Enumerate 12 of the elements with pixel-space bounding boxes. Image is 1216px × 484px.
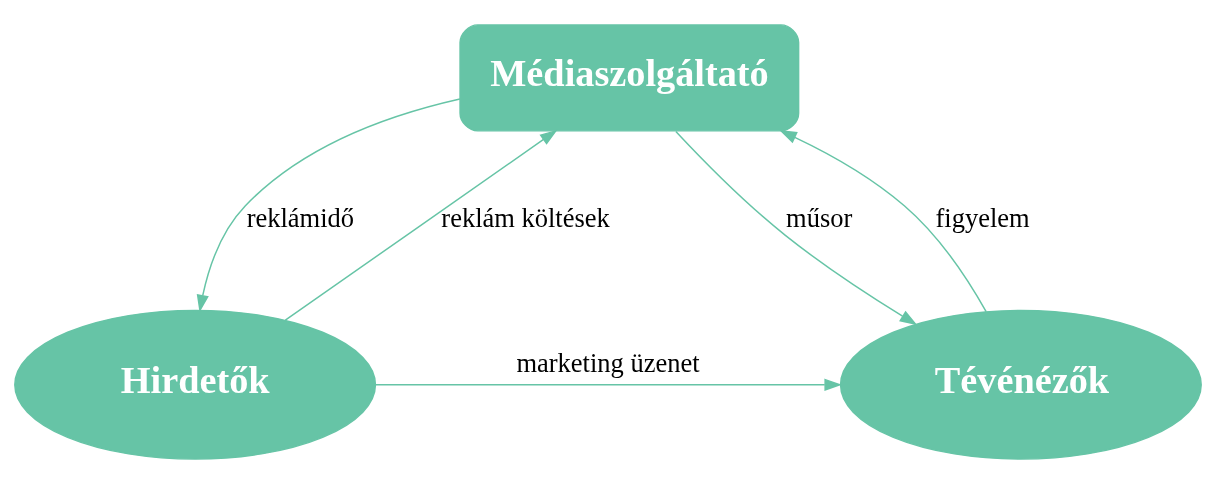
edge-label: marketing üzenet xyxy=(516,348,700,379)
edge-label: figyelem xyxy=(935,203,1030,234)
arrow xyxy=(779,130,987,313)
node-box: Médiaszolgáltató xyxy=(459,24,800,132)
arrow xyxy=(284,129,558,321)
edge-label: reklámidő xyxy=(246,203,355,234)
arrow xyxy=(675,130,918,326)
edge-label: műsor xyxy=(786,203,853,234)
node-ellipse: Hirdetők xyxy=(14,309,377,460)
arrow xyxy=(375,378,843,391)
arrow xyxy=(196,98,461,313)
edge-label: reklám költések xyxy=(441,203,610,234)
